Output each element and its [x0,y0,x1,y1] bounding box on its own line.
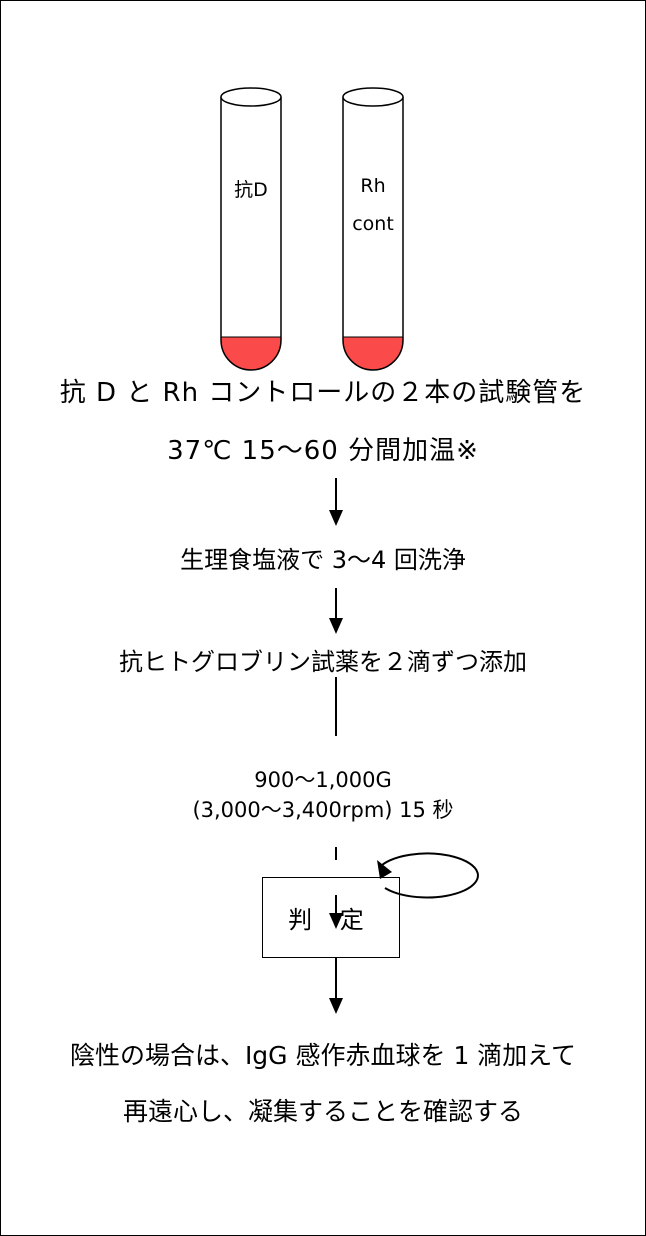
test-tube-rh-control [342,87,404,371]
step-text-wash: 生理食塩液で 3～4 回洗浄 [180,546,466,574]
note-text-line1: 陰性の場合は、IgG 感作赤血球を 1 滴加えて [69,1041,577,1070]
step-text-centrifuge-g: 900～1,000G [254,768,392,792]
arrow-down-2 [329,588,343,634]
note-text-line2: 再遠心し、凝集することを確認する [122,1097,523,1126]
step-text-tubes: 抗 D と Rh コントロールの２本の試験管を [59,378,587,408]
tube-label-rh-line2: cont [352,213,394,235]
tube-liquid-anti-d [221,337,281,370]
tube-label-rh-line1: Rh [360,175,386,197]
tube-label-anti-d: 抗D [234,179,268,201]
step-text-reagent: 抗ヒトグロブリン試薬を２滴ずつ添加 [119,648,527,676]
test-tube-anti-d [220,87,282,371]
judge-box: 判 定 [262,877,400,958]
centrifuge-rotation-icon [329,847,479,929]
arrow-down-4 [329,958,343,1014]
step-text-centrifuge-rpm: (3,000～3,400rpm) 15 秒 [192,798,454,822]
tube-liquid-rh-control [343,337,403,370]
step-text-incubate: 37℃ 15～60 分間加温※ [167,436,479,466]
judge-label: 判 定 [288,906,374,934]
arrow-down-1 [329,478,343,526]
